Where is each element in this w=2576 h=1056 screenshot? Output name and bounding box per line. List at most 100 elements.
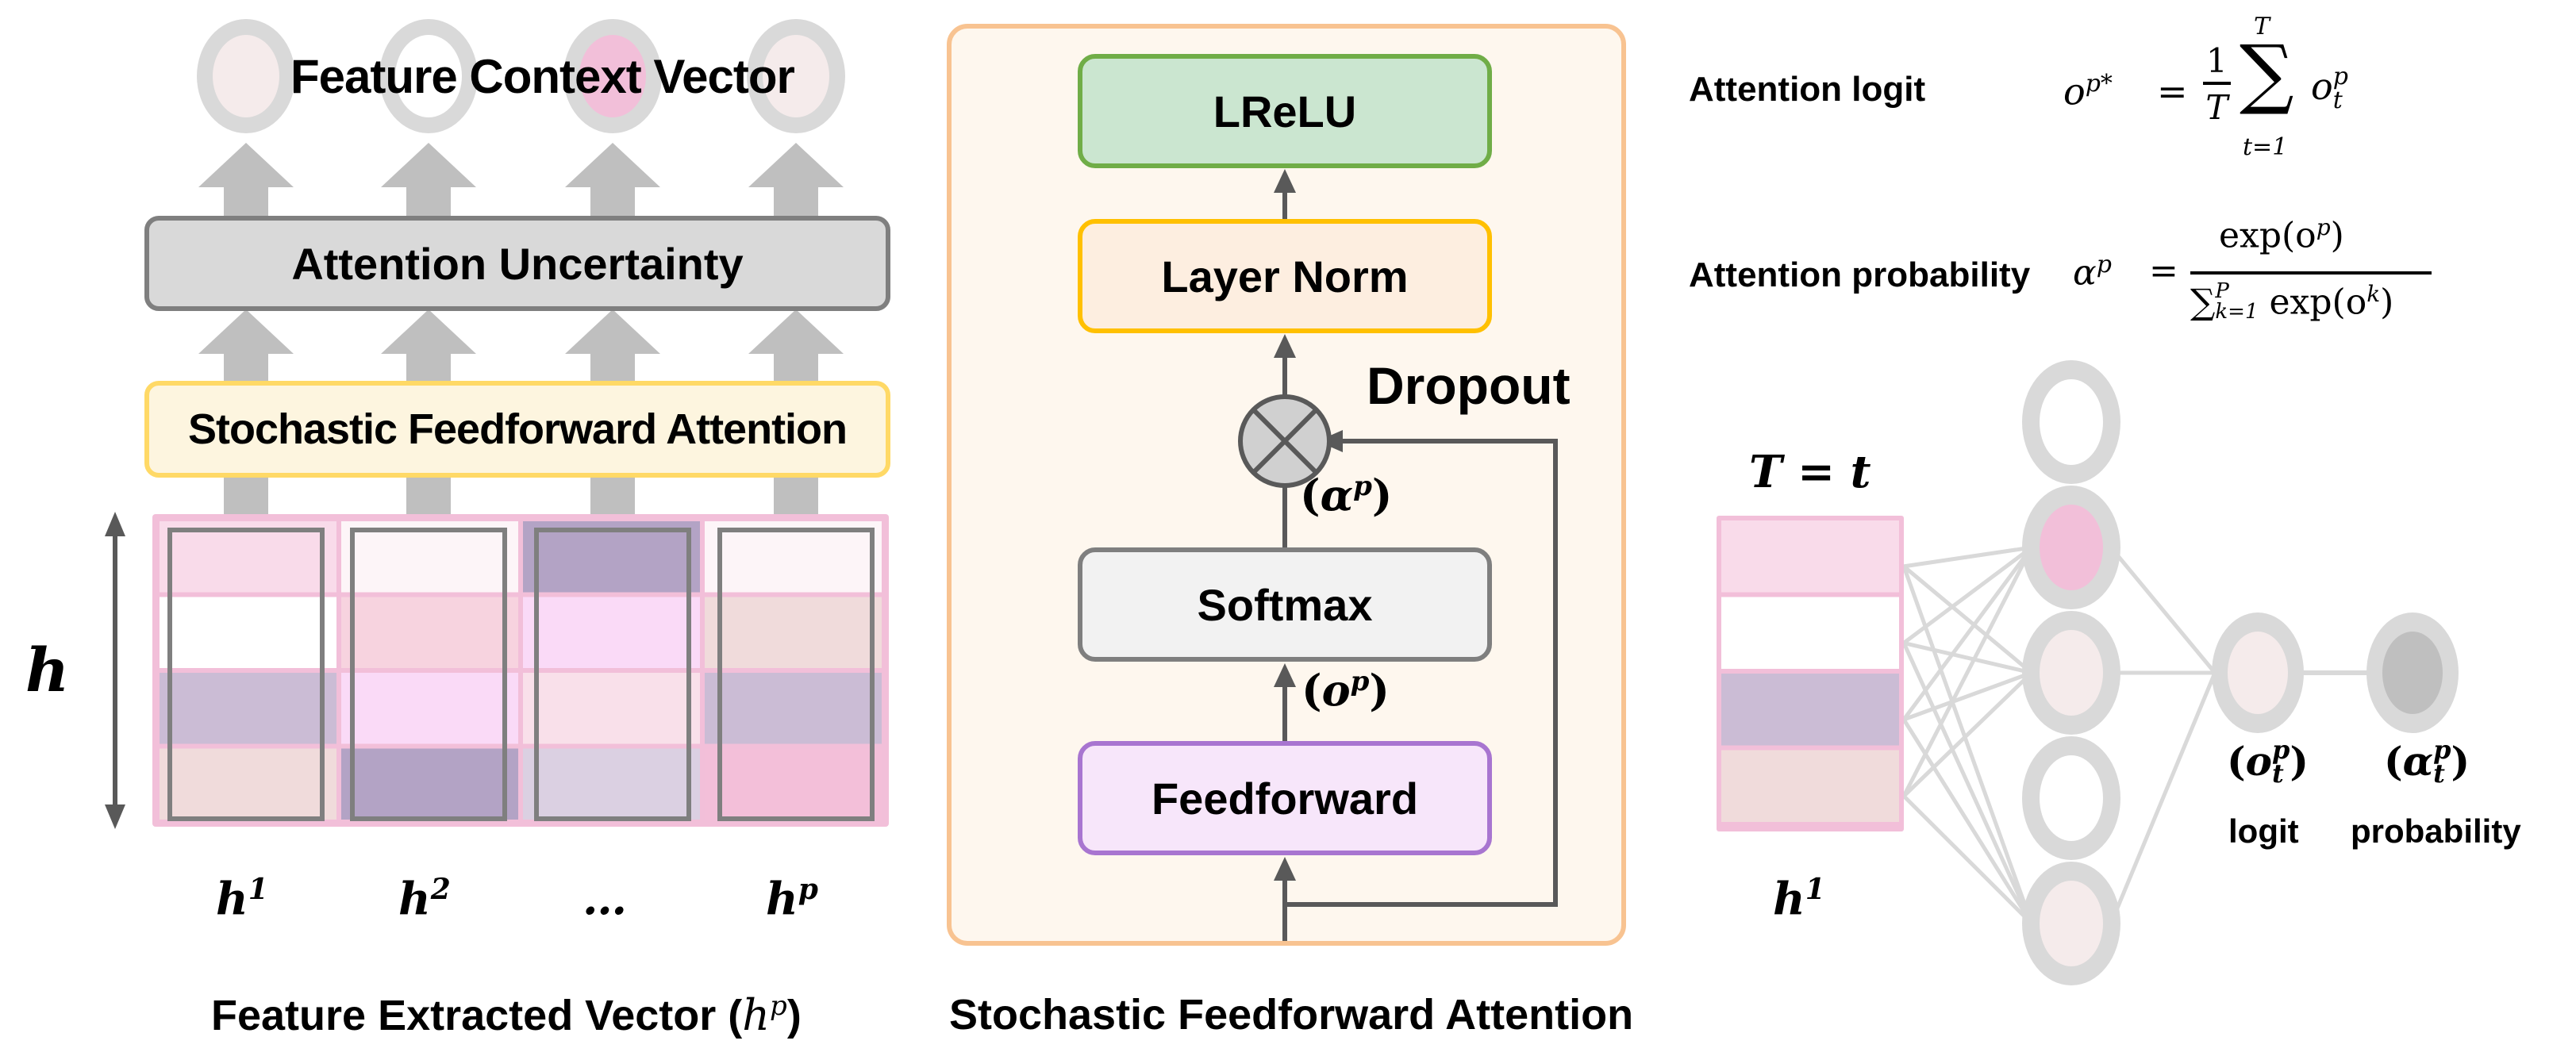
nn-edge: [1902, 794, 2033, 925]
nn-edge: [2109, 672, 2217, 924]
hidden-node: [2040, 505, 2103, 590]
nn-edge: [1903, 640, 2032, 675]
prob-node: [2382, 632, 2443, 714]
feature-grid-cell: [523, 748, 700, 820]
arrow-stem: [224, 478, 268, 516]
hidden-node: [2040, 755, 2103, 841]
axis-arrow-up-icon: [105, 512, 125, 536]
context-node: [213, 35, 279, 117]
attention-logit-title: Attention logit: [1689, 70, 1926, 109]
time-step-label: T = t: [1749, 446, 1871, 498]
logit-node-caption: logit: [2228, 812, 2299, 850]
hidden-node: [2040, 881, 2103, 966]
feature-grid-cell: [160, 521, 336, 593]
feature-column-label: h1: [216, 873, 268, 926]
h-axis-label: h: [25, 635, 70, 705]
up-arrow-icon: [381, 143, 476, 187]
attention-uncertainty-block: Attention Uncertainty: [144, 216, 890, 311]
nn-edge: [1901, 546, 2034, 721]
feature-grid-cell: [341, 597, 518, 668]
feature-grid-cell: [705, 597, 882, 668]
prob-node-caption: probability: [2351, 812, 2521, 850]
feature-column-frame: [717, 528, 875, 821]
feature-extracted-vector-caption: Feature Extracted Vector (hp): [211, 990, 802, 1040]
input-stack-cell: [1721, 674, 1899, 746]
arrow-head-icon: [1274, 169, 1296, 193]
prob-lhs: αp: [2073, 251, 2112, 294]
arrow-head-icon: [1274, 334, 1296, 358]
feature-grid-cell: [705, 673, 882, 744]
softmax-label: Softmax: [1197, 579, 1373, 630]
nn-edge: [1903, 545, 2032, 569]
multiply-cross-line: [1252, 409, 1317, 474]
stochastic-feedforward-attention-block: Stochastic Feedforward Attention: [144, 381, 890, 478]
arrow-head-icon: [1274, 663, 1296, 687]
feature-grid-cell: [160, 673, 336, 744]
prob-equals: =: [2149, 251, 2178, 291]
input-h1-label: h1: [1773, 873, 1825, 926]
arrow-head-icon: [1274, 857, 1296, 881]
lrelu-label: LReLU: [1213, 86, 1357, 136]
feature-grid-cell: [705, 748, 882, 820]
input-stack-cell: [1721, 520, 1899, 593]
feature-grid-cell: [160, 597, 336, 668]
sum-icon: ∑: [2240, 29, 2294, 117]
feedforward-label: Feedforward: [1151, 773, 1419, 824]
feature-grid-cell: [523, 597, 700, 668]
up-arrow-icon: [381, 309, 476, 354]
feature-grid-cell: [160, 748, 336, 820]
feature-grid-cell: [341, 748, 518, 820]
feature-column-frame: [167, 528, 325, 821]
logit-equals: =: [2157, 70, 2188, 113]
feature-column-frame: [350, 528, 507, 821]
nn-edge: [1901, 642, 2034, 925]
prob-fraction-bar: [2190, 271, 2432, 275]
layer-norm-label: Layer Norm: [1161, 251, 1409, 301]
feature-column-label: h2: [398, 873, 451, 926]
feature-grid-cell: [341, 673, 518, 744]
nn-edge: [1903, 670, 2032, 722]
hidden-node: [2040, 379, 2103, 465]
feedforward-block: Feedforward: [1078, 741, 1492, 855]
up-arrow-icon: [198, 309, 294, 354]
nn-edge: [1901, 546, 2034, 797]
sfa-block-label: Stochastic Feedforward Attention: [187, 405, 848, 453]
feature-column-label: …: [582, 873, 627, 925]
axis-arrow-down-icon: [105, 804, 125, 829]
attention-probability-title: Attention probability: [1689, 255, 2031, 294]
feature-context-vector-label: Feature Context Vector: [290, 50, 795, 103]
dropout-label: Dropout: [1367, 356, 1571, 415]
nn-edge: [1902, 545, 2033, 645]
nn-edge: [1902, 564, 2033, 674]
prob-numerator: exp(op): [2219, 214, 2344, 256]
up-arrow-icon: [748, 309, 844, 354]
attention-uncertainty-label: Attention Uncertainty: [291, 238, 744, 289]
sfa-detail-caption: Stochastic Feedforward Attention: [949, 991, 1634, 1039]
nn-edge: [1902, 671, 2033, 798]
context-node: [763, 35, 829, 117]
caption-math: hp: [742, 990, 787, 1040]
logit-sum-upper: T: [2254, 13, 2270, 40]
up-arrow-icon: [565, 309, 660, 354]
caption-text: Feature Extracted Vector (: [211, 992, 743, 1039]
logit-node: [2228, 632, 2288, 714]
input-stack-cell: [1721, 750, 1899, 822]
feature-column-label: hp: [766, 873, 818, 926]
feature-grid-cell: [341, 521, 518, 593]
layer-norm-block: Layer Norm: [1078, 219, 1492, 333]
logit-lhs: op*: [2063, 70, 2113, 113]
lrelu-block: LReLU: [1078, 54, 1492, 168]
up-arrow-icon: [565, 143, 660, 187]
nn-edge: [2109, 546, 2217, 674]
input-stack-cell: [1721, 597, 1899, 669]
alpha-p-label: (αp): [1300, 470, 1393, 520]
softmax-block: Softmax: [1078, 547, 1492, 662]
feature-grid-cell: [705, 521, 882, 593]
feature-grid-cell: [523, 673, 700, 744]
